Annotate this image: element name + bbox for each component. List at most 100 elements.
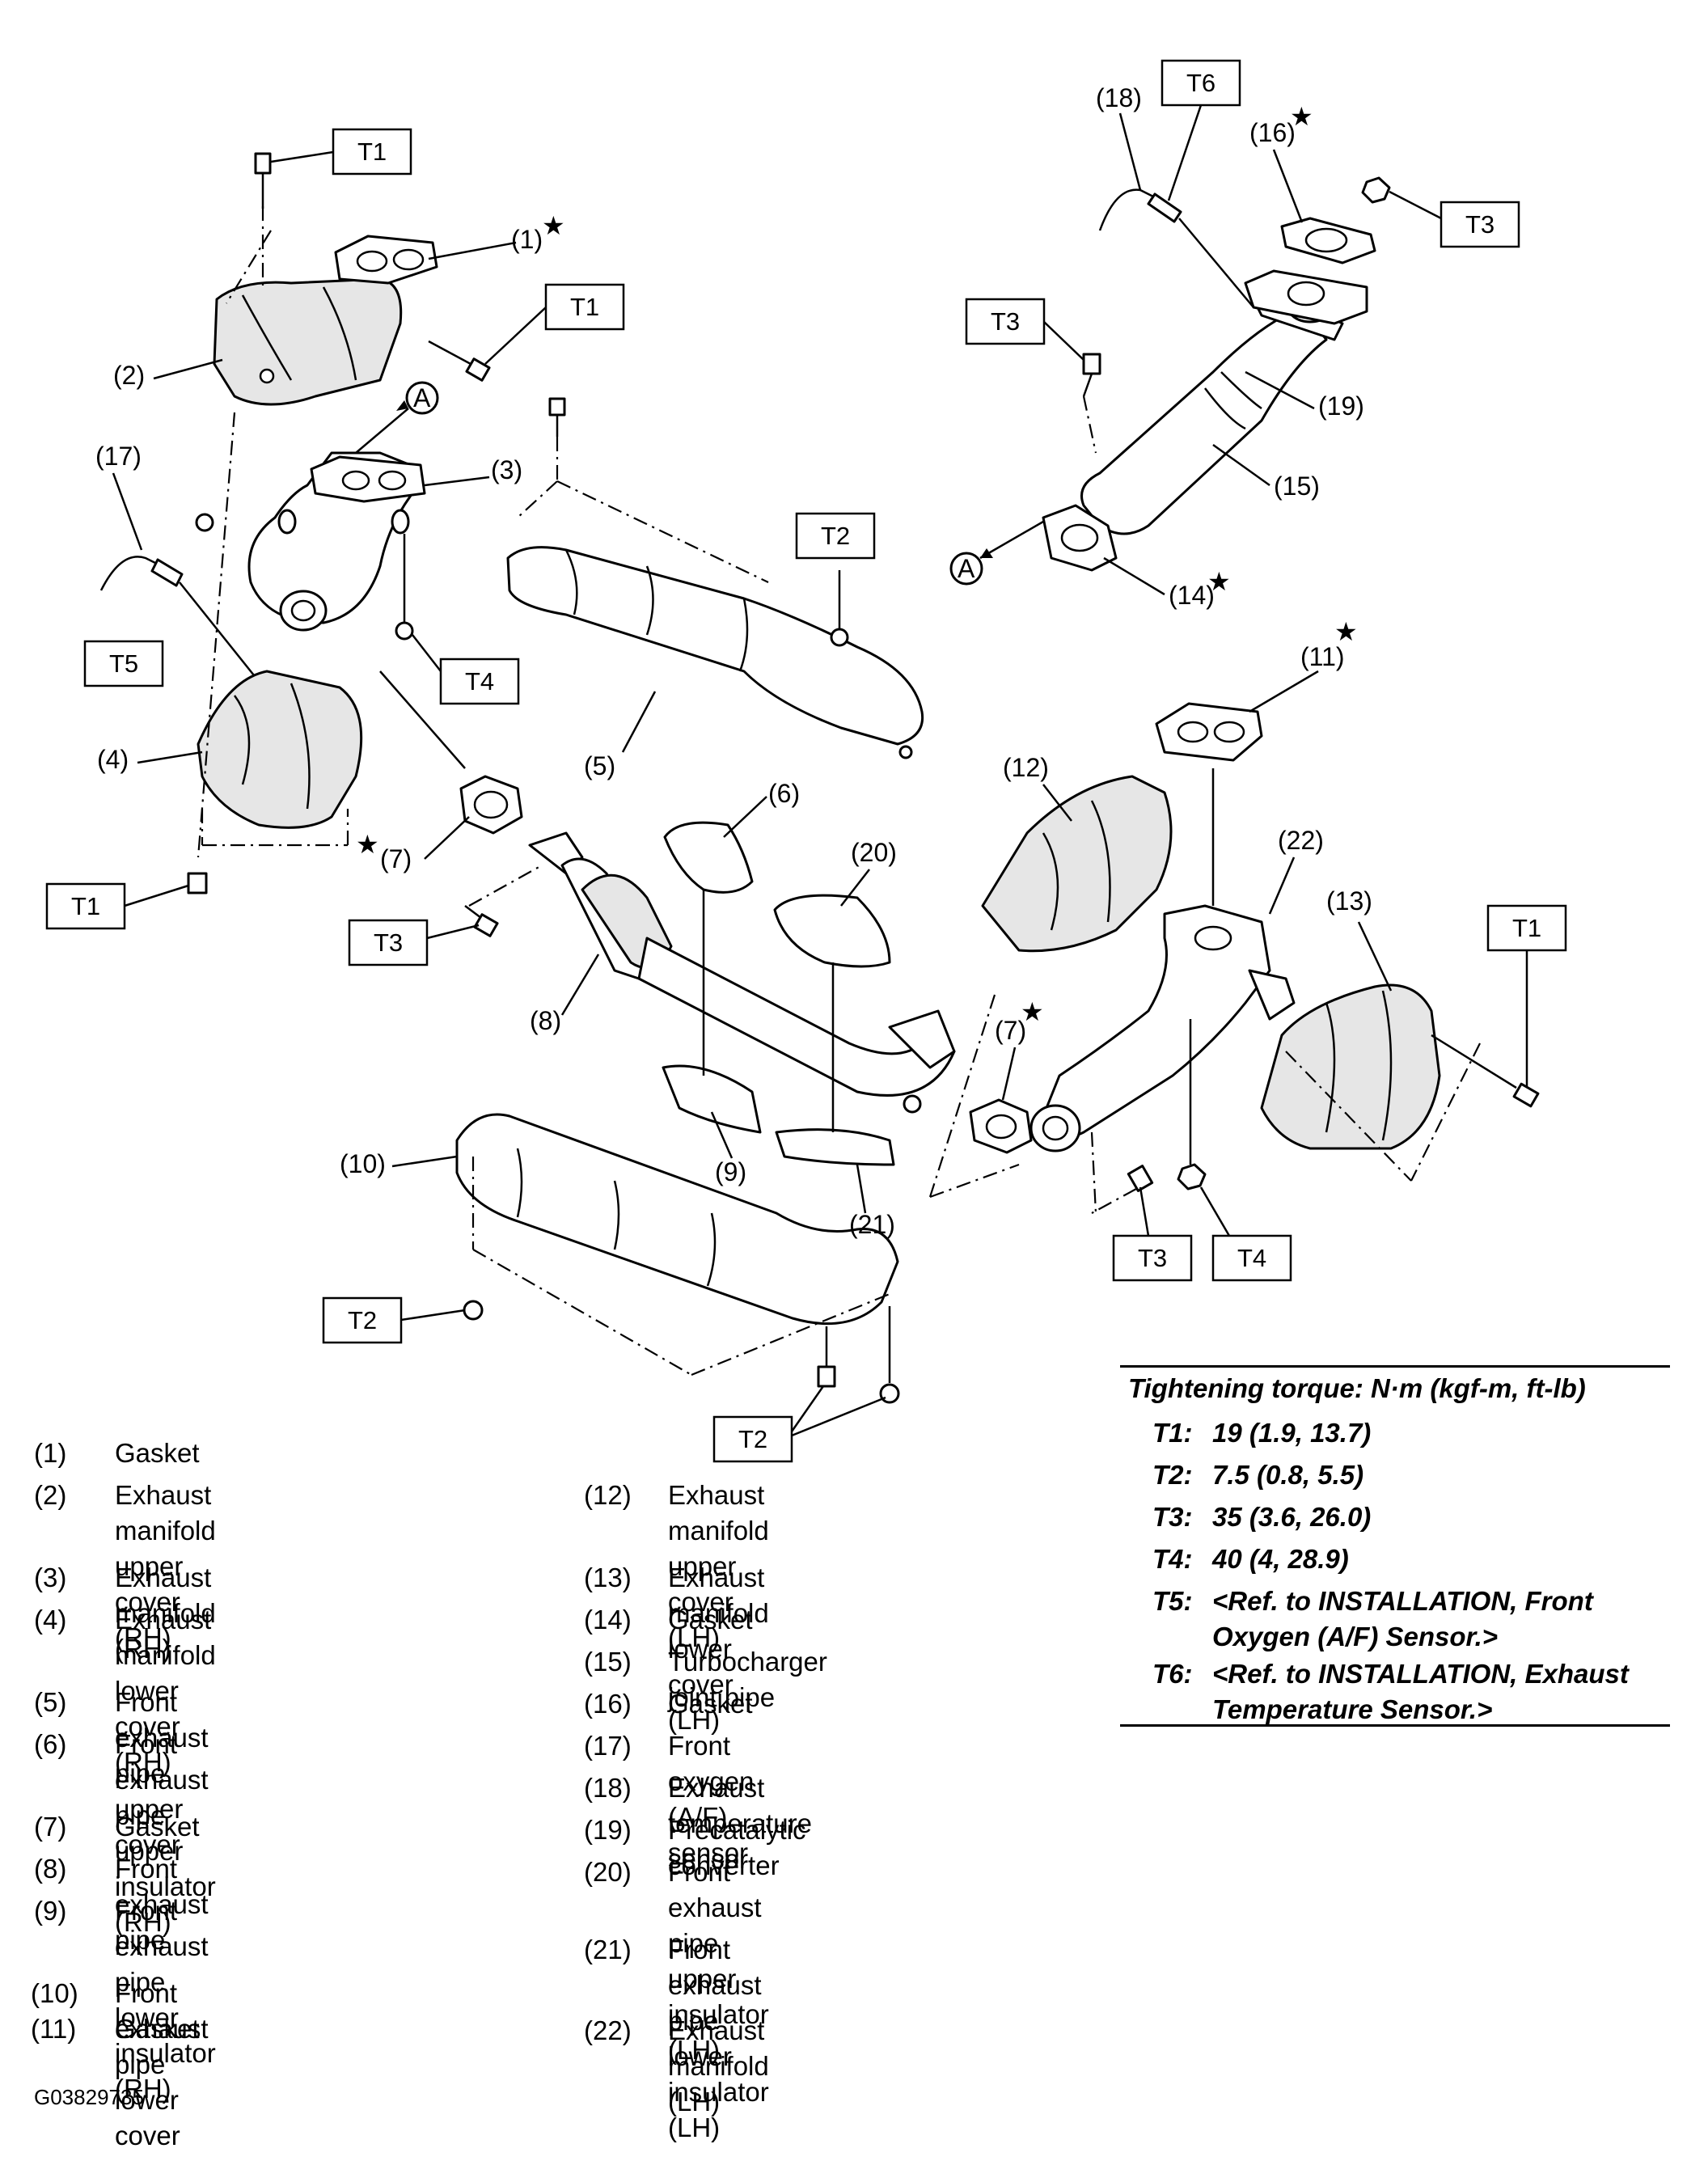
torque-title: Tightening torque: N·m (kgf-m, ft-lb) bbox=[1128, 1373, 1586, 1403]
callout-15: (15) bbox=[1274, 472, 1320, 501]
torque-tag-t6: T6 bbox=[1161, 59, 1241, 201]
legend-text: Exhaust temperature sensor bbox=[668, 1773, 812, 1874]
callout-17: (17) bbox=[95, 442, 142, 471]
legend-number: (2) bbox=[34, 1480, 67, 1510]
legend-number: (22) bbox=[584, 2015, 632, 2045]
bolt-t1-right-lower bbox=[1512, 1082, 1540, 1108]
torque-key: T2: bbox=[1152, 1460, 1193, 1490]
legend-text: Front exhaust pipe lower insulator (LH) bbox=[668, 1935, 769, 2142]
legend-number: (16) bbox=[584, 1689, 632, 1719]
legend-number: (10) bbox=[31, 1978, 78, 2008]
torque-rule-top bbox=[1120, 1365, 1670, 1368]
legend-text: Gasket bbox=[668, 1605, 753, 1634]
torque-tag-t1-right: T1 bbox=[1486, 904, 1567, 1088]
bolt-t1-bottom bbox=[187, 872, 208, 894]
callout-19: (19) bbox=[1318, 391, 1364, 421]
callout-5: (5) bbox=[584, 751, 615, 780]
torque-tag-t1-mid: T1 bbox=[484, 283, 625, 365]
callout-4: (4) bbox=[97, 745, 129, 774]
svg-text:T1: T1 bbox=[71, 892, 100, 920]
torque-tag-t2-lower: T2 bbox=[712, 1385, 886, 1463]
front-exhaust-pipe-lower-insulator-rh bbox=[662, 1064, 762, 1134]
exhaust-manifold-lower-cover-rh bbox=[197, 670, 363, 829]
legend-number: (13) bbox=[584, 1563, 632, 1592]
callout-star-16: ★ bbox=[1290, 102, 1313, 131]
torque-tag-t2-left: T2 bbox=[322, 1296, 466, 1344]
callout-star-11: ★ bbox=[1334, 617, 1358, 646]
callout-6: (6) bbox=[768, 779, 800, 808]
torque-value: <Ref. to INSTALLATION, Front Oxygen (A/F… bbox=[1212, 1586, 1593, 1651]
legend-text: Exhaust manifold upper cover (LH) bbox=[668, 1480, 769, 1652]
legend-text: Gasket bbox=[115, 1438, 200, 1468]
figure-code: G03829735 bbox=[34, 2085, 144, 2109]
callout-14: (14) bbox=[1169, 581, 1215, 610]
svg-text:T6: T6 bbox=[1186, 69, 1215, 97]
legend-text: Front exhaust pipe lower cover bbox=[115, 1978, 209, 2150]
svg-text:A: A bbox=[958, 554, 975, 583]
legend-text: Front exhaust pipe upper cover bbox=[115, 1687, 209, 1859]
gasket-11 bbox=[1155, 702, 1263, 762]
exhaust-manifold-rh bbox=[247, 451, 426, 632]
legend-text: Turbocharger joint pipe bbox=[668, 1647, 827, 1712]
callout-7-right: (7) bbox=[995, 1016, 1026, 1045]
callout-star-7-left: ★ bbox=[356, 830, 379, 859]
legend-number: (21) bbox=[584, 1935, 632, 1964]
callout-20: (20) bbox=[851, 838, 897, 867]
torque-tag-t2-upper: T2 bbox=[795, 512, 876, 560]
gasket-14 bbox=[1042, 504, 1118, 572]
legend-number: (12) bbox=[584, 1480, 632, 1510]
legend-text: Exhaust manifold (LH) bbox=[668, 2015, 769, 2117]
torque-tag-t1-top: T1 bbox=[270, 128, 412, 176]
callout-10: (10) bbox=[340, 1149, 386, 1178]
ref-a-right: A bbox=[949, 520, 1044, 586]
svg-text:A: A bbox=[413, 383, 431, 412]
callout-star-7-right: ★ bbox=[1021, 997, 1044, 1026]
callout-9: (9) bbox=[715, 1157, 746, 1186]
svg-text:T1: T1 bbox=[1512, 914, 1541, 942]
legend-text: Gasket bbox=[115, 1812, 200, 1842]
legend-text: Exhaust manifold lower cover (LH) bbox=[668, 1563, 769, 1735]
torque-tag-t4-right: T4 bbox=[1199, 1186, 1292, 1282]
turbocharger-joint-pipe bbox=[1080, 306, 1328, 535]
svg-text:T3: T3 bbox=[1465, 210, 1494, 239]
legend-text: Front exhaust pipe upper insulator (LH) bbox=[668, 1857, 769, 2065]
callout-3: (3) bbox=[491, 455, 522, 484]
torque-tag-t3-top: T3 bbox=[965, 298, 1084, 361]
legend-number: (7) bbox=[34, 1812, 67, 1842]
torque-rule-bottom bbox=[1120, 1724, 1670, 1727]
exhaust-manifold-lh bbox=[1029, 904, 1296, 1152]
svg-text:T3: T3 bbox=[1138, 1244, 1167, 1272]
front-exhaust-pipe bbox=[528, 831, 956, 1097]
callout-11: (11) bbox=[1300, 642, 1345, 671]
legend-number: (9) bbox=[34, 1896, 67, 1926]
callout-1: (1) bbox=[511, 225, 543, 254]
legend-number: (20) bbox=[584, 1857, 632, 1887]
bolt-t3-top bbox=[1082, 353, 1101, 397]
callout-22: (22) bbox=[1278, 826, 1324, 855]
gasket-16 bbox=[1280, 217, 1376, 264]
nut-t3-top bbox=[1361, 176, 1391, 204]
torque-key: T5: bbox=[1152, 1586, 1193, 1616]
callout-8: (8) bbox=[530, 1006, 561, 1035]
gasket-1 bbox=[334, 235, 438, 285]
torque-value: 40 (4, 28.9) bbox=[1212, 1544, 1349, 1574]
gasket-7-right bbox=[969, 1098, 1033, 1154]
legend-text: Gasket bbox=[115, 2014, 200, 2044]
torque-tag-t4-left: T4 bbox=[412, 634, 520, 705]
front-exhaust-pipe-upper-cover bbox=[506, 546, 924, 746]
legend-number: (1) bbox=[34, 1438, 67, 1468]
legend-text: Exhaust manifold upper cover (RH) bbox=[115, 1480, 216, 1652]
legend-number: (19) bbox=[584, 1815, 632, 1845]
front-exhaust-pipe-upper-insulator-rh bbox=[663, 821, 754, 894]
legend-text: Front exhaust pipe bbox=[115, 1854, 209, 1955]
exhaust-manifold-upper-cover-lh bbox=[981, 775, 1173, 953]
svg-text:T4: T4 bbox=[1237, 1244, 1266, 1272]
legend-number: (15) bbox=[584, 1647, 632, 1677]
legend-text: Front exhaust pipe upper insulator (RH) bbox=[115, 1729, 216, 1937]
svg-text:T2: T2 bbox=[738, 1425, 767, 1453]
legend-text: Exhaust manifold lower cover (RH) bbox=[115, 1605, 216, 1777]
legend-number: (8) bbox=[34, 1854, 67, 1884]
svg-text:T5: T5 bbox=[109, 649, 138, 678]
svg-text:T3: T3 bbox=[991, 307, 1020, 336]
